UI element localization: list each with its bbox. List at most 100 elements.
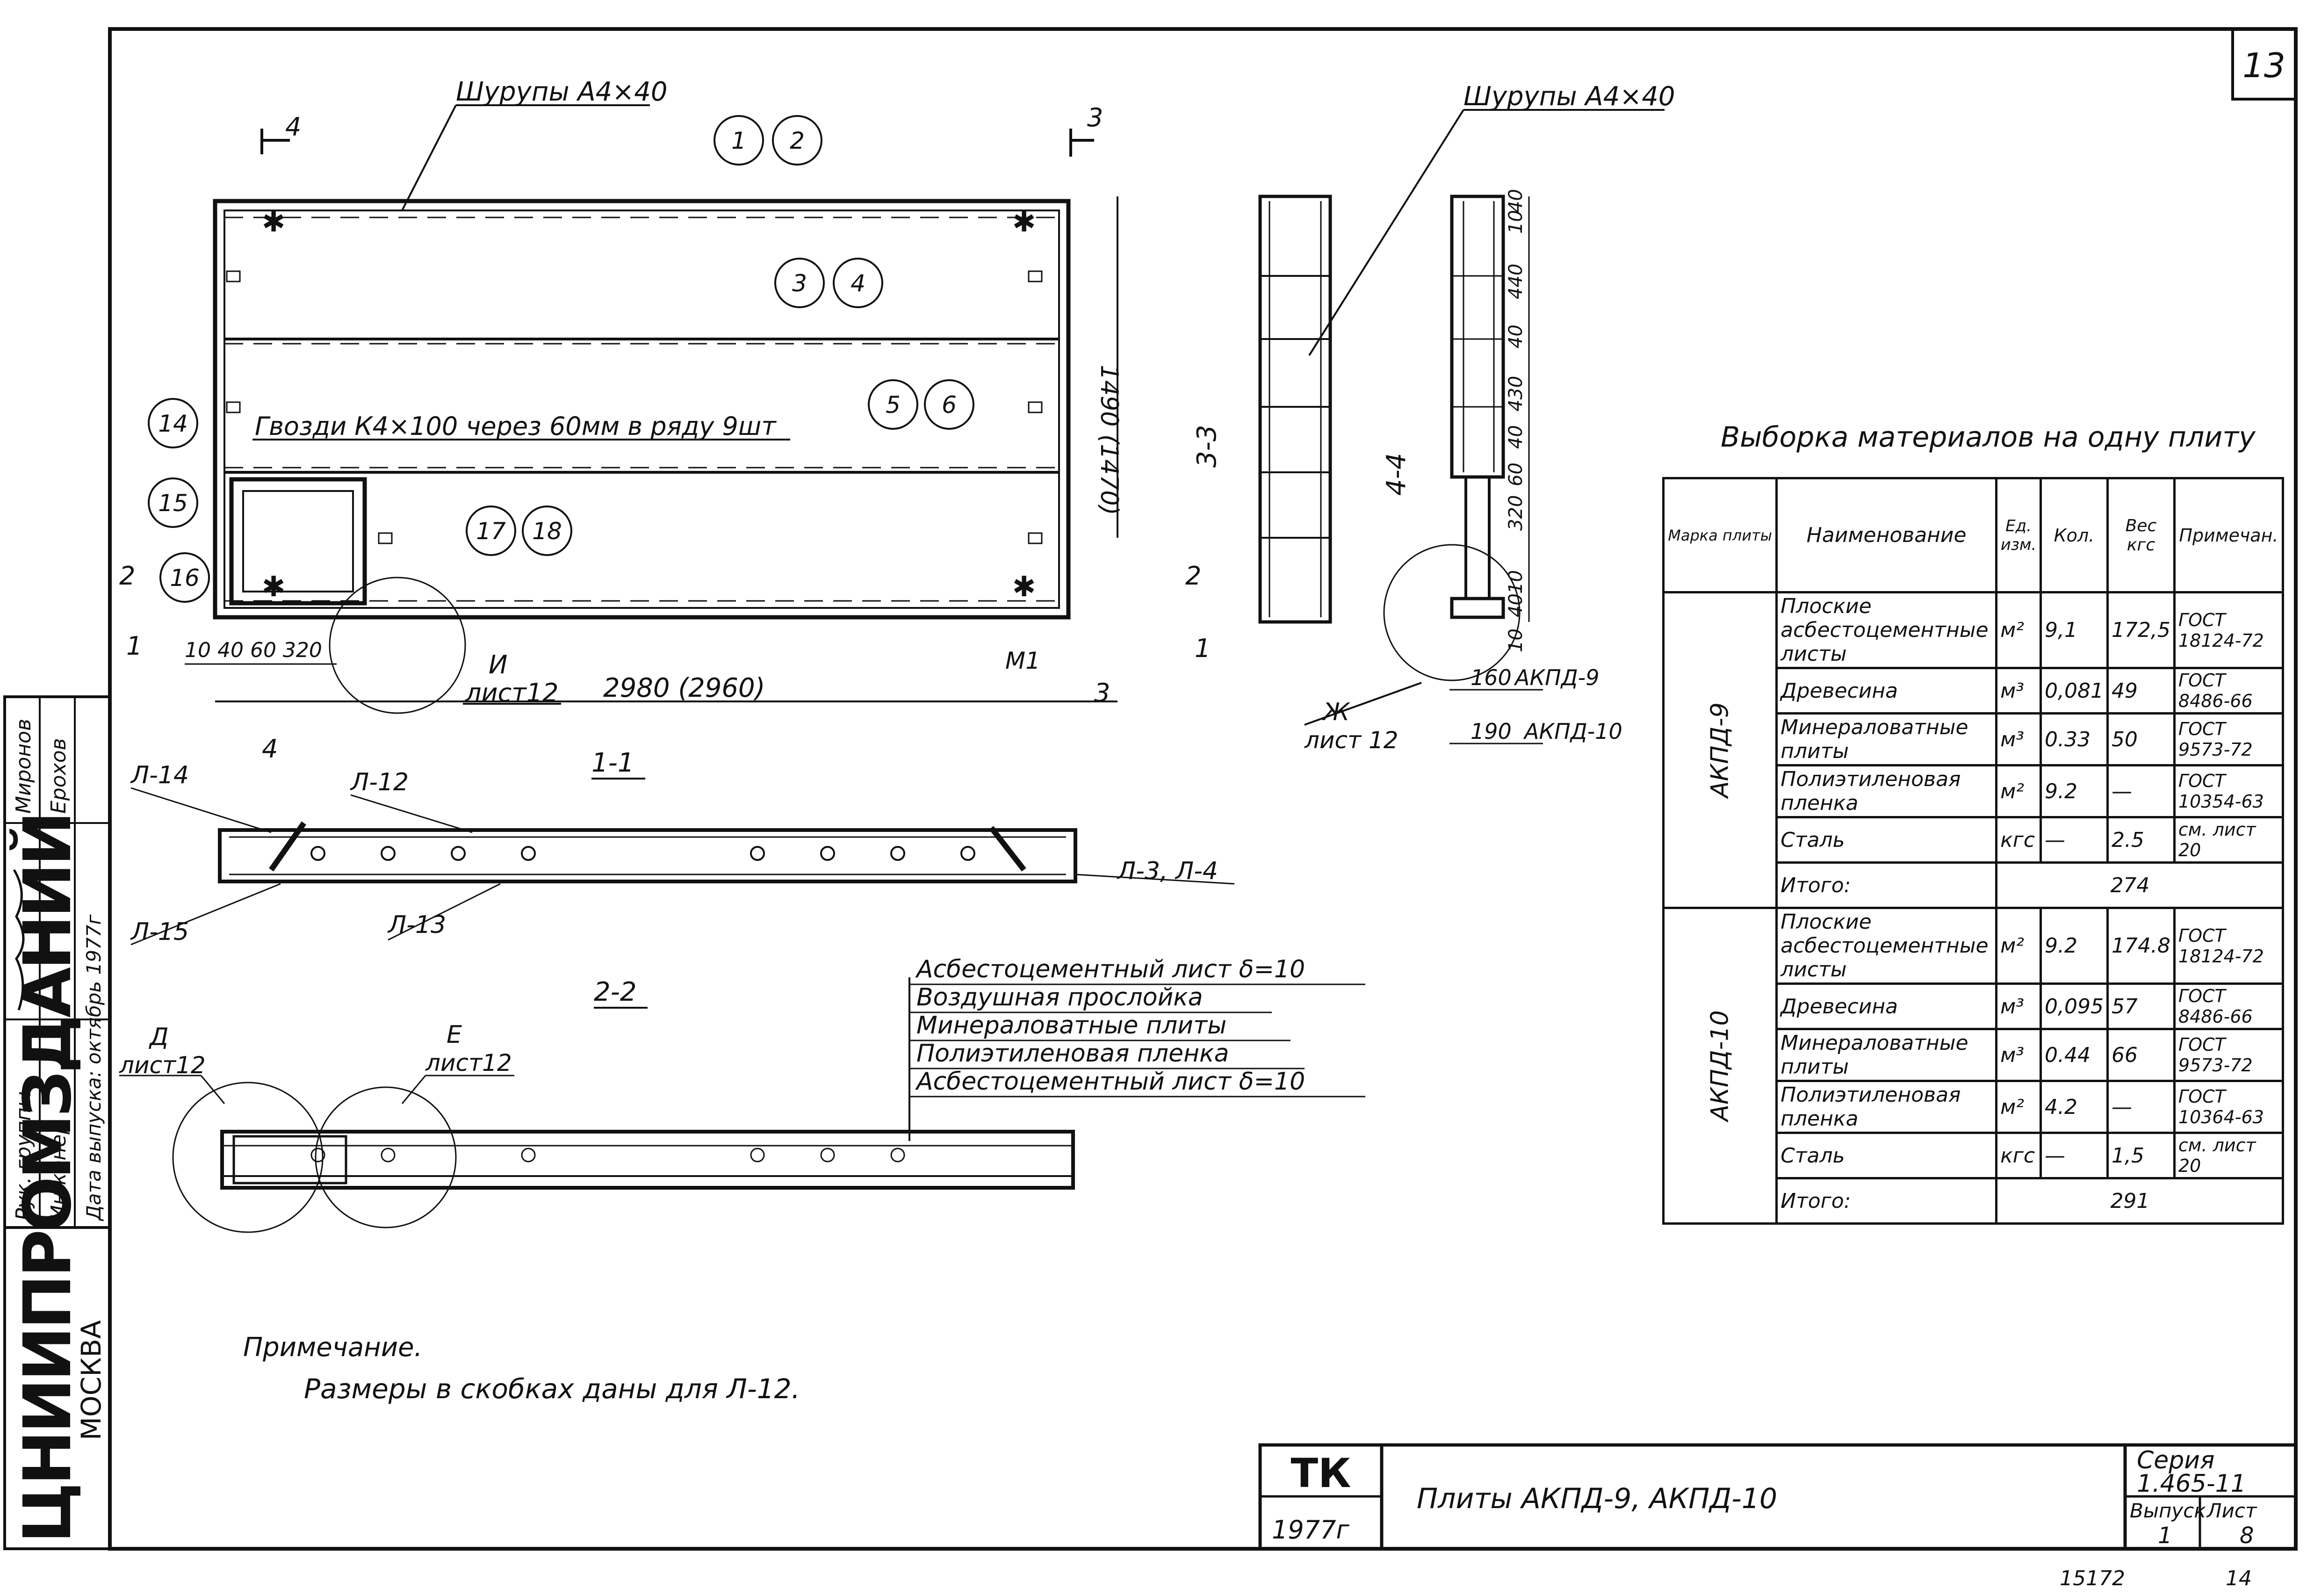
- section-4-4-detail-callout: Ж: [1322, 698, 1350, 726]
- stamp-date: Дата выпуска: октябрь 1977г: [82, 914, 105, 1221]
- section-4-4-detail-sheet: лист 12: [1304, 727, 1398, 754]
- plan-length-dim: 2980 (2960): [603, 673, 765, 703]
- dim-40-c: 40: [1505, 425, 1527, 449]
- layer-1: Асбестоцементный лист δ=10: [915, 955, 1305, 983]
- cell-weight: 66: [2106, 1028, 2176, 1082]
- section-mark-2-right: 2: [1185, 561, 1201, 591]
- section-4-4-label-akpd10: АКПД-10: [1523, 719, 1622, 744]
- balloon-14: 14: [158, 410, 188, 437]
- section-3-3-label: 3-3: [1192, 425, 1222, 468]
- cell-note: ГОСТ 8486-66: [2173, 667, 2285, 715]
- cell-weight: 49: [2106, 667, 2176, 715]
- cell-unit: м²: [1995, 764, 2042, 818]
- cell-unit: м²: [1995, 591, 2042, 669]
- balloon-6: 6: [942, 391, 957, 419]
- table-row: Полиэтиленовая пленка м² 4.2 — ГОСТ 1036…: [1664, 1080, 2285, 1134]
- cell-unit: м³: [1995, 712, 2042, 766]
- issue-number: 1: [2158, 1523, 2172, 1549]
- part-l3-l4: Л-3, Л-4: [1117, 857, 1218, 885]
- table-total-row: Итого: 274: [1664, 861, 2285, 909]
- cell-qty: —: [2039, 816, 2109, 864]
- cell-weight: 57: [2106, 982, 2176, 1030]
- series-label: Серия: [2137, 1446, 2214, 1474]
- org-name: ЦНИИПРОМЗДАНИЙ: [9, 814, 86, 1544]
- cell-weight: 1,5: [2106, 1132, 2176, 1179]
- cell-unit: м³: [1995, 982, 2042, 1030]
- balloon-4: 4: [851, 270, 865, 297]
- cell-weight: —: [2106, 764, 2176, 818]
- note-heading: Примечание.: [243, 1332, 422, 1363]
- part-l12: Л-12: [350, 768, 409, 796]
- cell-weight: 174.8: [2106, 907, 2176, 985]
- bottom-ref-left: 15172: [2060, 1567, 2125, 1590]
- cell-note: ГОСТ 10364-63: [2173, 1080, 2285, 1134]
- section-mark-1-left: 1: [126, 631, 142, 661]
- cell-note: см. лист 20: [2173, 816, 2285, 864]
- cell-qty: 9.2: [2039, 907, 2109, 985]
- section-4-4-dims: 40 10 440 40 430 40 320 60 10 40 10: [1505, 189, 1527, 652]
- cell-name: Древесина: [1775, 982, 1998, 1030]
- title-year: 1977г: [1272, 1515, 1349, 1545]
- series-number: 1.465-11: [2137, 1470, 2246, 1498]
- cell-note: ГОСТ 8486-66: [2173, 982, 2285, 1030]
- cell-weight: —: [2106, 1080, 2176, 1134]
- page-number-box: [2231, 28, 2297, 101]
- section-mark-3-bottom: 3: [1094, 678, 1110, 708]
- cell-unit: кгс: [1995, 1132, 2042, 1179]
- note-text: Размеры в скобках даны для Л-12.: [304, 1373, 800, 1405]
- cell-note: ГОСТ 9573-72: [2173, 712, 2285, 766]
- section-3-3-screws-label: Шурупы А4×40: [1463, 81, 1675, 112]
- dim-430: 430: [1505, 376, 1527, 412]
- group-mark-akpd10: АКПД-10: [1706, 1010, 1734, 1121]
- section-1-1: 1-1 Л-14 Л-12 Л-15 Л-13 Л-3, Л-4: [130, 748, 1235, 946]
- table-row: Минераловатные плиты м³ 0.44 66 ГОСТ 957…: [1664, 1028, 2285, 1082]
- cell-note: ГОСТ 10354-63: [2173, 764, 2285, 818]
- balloon-16: 16: [170, 564, 200, 592]
- total-label: Итого:: [1775, 1177, 1998, 1225]
- svg-text:✱: ✱: [262, 571, 285, 603]
- cell-unit: м²: [1995, 1080, 2042, 1134]
- group-mark-akpd9: АКПД-9: [1706, 702, 1734, 798]
- cell-name: Полиэтиленовая пленка: [1775, 1080, 1998, 1134]
- balloon-2: 2: [790, 127, 805, 154]
- cell-qty: 4.2: [2039, 1080, 2109, 1134]
- sheet-number: 8: [2240, 1523, 2254, 1549]
- layer-3: Минераловатные плиты: [916, 1011, 1226, 1040]
- cell-name: Сталь: [1775, 816, 1998, 864]
- plan-bracket-label: М1: [1005, 647, 1040, 674]
- section-4-4-label: 4-4: [1381, 453, 1412, 496]
- opening-frame: [229, 477, 367, 606]
- section-2-2-label: 2-2: [594, 977, 636, 1007]
- stamp-name-2: Ерохов: [47, 738, 71, 814]
- total-weight: 274: [2107, 861, 2175, 909]
- table-total-row: Итого: 291: [1664, 1177, 2285, 1225]
- stamp-role-1: Рук. группы: [12, 1091, 36, 1220]
- callout-d: Д: [149, 1023, 169, 1051]
- title-name: Плиты АКПД-9, АКПД-10: [1417, 1482, 1777, 1515]
- table-row: Сталь кгс — 1,5 см. лист 20: [1664, 1132, 2285, 1179]
- header-qty: Кол.: [2039, 477, 2109, 593]
- cell-note: ГОСТ 18124-72: [2173, 907, 2285, 985]
- table-row: АКПД-10 Плоские асбестоцементные листы м…: [1662, 907, 2285, 1225]
- callout-e-sheet: лист12: [425, 1049, 512, 1076]
- balloon-3: 3: [792, 270, 807, 297]
- table-row: Древесина м³ 0,095 57 ГОСТ 8486-66: [1664, 982, 2285, 1030]
- cell-qty: 0,081: [2039, 667, 2109, 715]
- dim-60: 60: [1505, 462, 1527, 486]
- layer-callout-list: Асбестоцементный лист δ=10 Воздушная про…: [915, 955, 1305, 1096]
- cell-qty: 0.33: [2039, 712, 2109, 766]
- dim-10-a: 10: [1505, 210, 1527, 234]
- callout-e: Е: [447, 1021, 462, 1049]
- side-stamp: Рук. группы Инженер Дата выпуска: октябр…: [3, 695, 111, 1550]
- total-label: Итого:: [1775, 861, 1998, 909]
- cell-qty: 9.2: [2039, 764, 2109, 818]
- total-weight: 291: [2107, 1177, 2175, 1225]
- section-4-4-label-akpd9: АКПД-9: [1514, 665, 1600, 690]
- balloon-17: 17: [476, 518, 506, 545]
- slab-inner-outline: [223, 209, 1060, 609]
- header-name: Наименование: [1775, 477, 1998, 593]
- layer-5: Асбестоцементный лист δ=10: [915, 1068, 1305, 1096]
- table-row: Минераловатные плиты м³ 0.33 50 ГОСТ 957…: [1664, 712, 2285, 766]
